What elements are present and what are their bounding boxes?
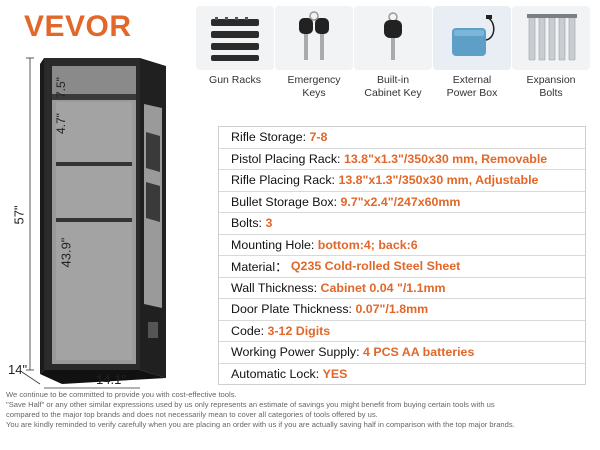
spec-row: Mounting Hole: bottom:4; back:6: [219, 235, 585, 256]
accessory-gun-racks: Gun Racks: [196, 6, 274, 87]
spec-key: Bolts:: [231, 216, 262, 231]
spec-row: Automatic Lock: YES: [219, 364, 585, 385]
inner-height-dimension: 43.9": [58, 237, 74, 268]
second-gap-dimension: 4.7": [54, 113, 68, 134]
spec-row: Rifle Storage: 7-8: [219, 127, 585, 149]
disclaimer-line: We continue to be committed to provide y…: [6, 390, 237, 399]
accessory-label: Built-in Cabinet Key: [364, 74, 422, 99]
spec-value: 13.8"x1.3"/350x30 mm, Removable: [343, 151, 548, 166]
accessory-label: External Power Box: [446, 74, 498, 99]
bolts-icon: [512, 6, 590, 70]
accessory-expansion-bolts: Expansion Bolts: [512, 6, 590, 100]
spec-row: Wall Thickness: Cabinet 0.04 "/1.1mm: [219, 278, 585, 299]
spec-key: Mounting Hole:: [231, 237, 315, 252]
cabinet-key-icon: [354, 6, 432, 70]
spec-key: Pistol Placing Rack:: [231, 151, 341, 166]
spec-row: Code: 3-12 Digits: [219, 321, 585, 342]
spec-value: 0.07"/1.8mm: [355, 302, 429, 317]
top-gap-dimension: 7.5": [54, 77, 68, 98]
accessory-label: Expansion Bolts: [526, 74, 576, 99]
accessory-label: Gun Racks: [209, 74, 261, 86]
spec-key: Bullet Storage Box:: [231, 194, 338, 209]
accessory-power-box: External Power Box: [433, 6, 511, 100]
disclaimer-text: We continue to be committed to provide y…: [6, 390, 598, 430]
accessory-emergency-keys: Emergency Keys: [275, 6, 353, 100]
spec-value: Cabinet 0.04 "/1.1mm: [320, 280, 446, 295]
spec-key: Door Plate Thickness:: [231, 302, 352, 317]
height-dimension: 57": [11, 205, 27, 225]
gun-safe-illustration: 7.5" 4.7" 57" 43.9" 14" 14.1": [0, 52, 210, 397]
spec-value: 3-12 Digits: [267, 323, 331, 338]
spec-row: Material： Q235 Cold-rolled Steel Sheet: [219, 256, 585, 278]
spec-row: Rifle Placing Rack: 13.8"x1.3"/350x30 mm…: [219, 170, 585, 192]
spec-value: 9.7"x2.4"/247x60mm: [340, 194, 461, 209]
spec-value: YES: [322, 366, 348, 381]
spec-key: Material：: [231, 260, 288, 275]
spec-value: 3: [265, 216, 273, 231]
spec-row: Bolts: 3: [219, 213, 585, 235]
spec-key: Code:: [231, 323, 265, 338]
disclaimer-line: "Save Half" or any other similar express…: [6, 400, 495, 409]
spec-value: 13.8"x1.3"/350x30 mm, Adjustable: [338, 173, 539, 188]
keys-icon: [275, 6, 353, 70]
depth-dimension: 14": [8, 362, 28, 377]
spec-key: Rifle Storage:: [231, 130, 307, 145]
disclaimer-line: You are kindly reminded to verify carefu…: [6, 420, 515, 429]
spec-value: 4 PCS AA batteries: [363, 345, 475, 360]
gun-racks-icon: [196, 6, 274, 70]
brand-logo: VEVOR: [24, 10, 132, 43]
spec-row: Bullet Storage Box: 9.7"x2.4"/247x60mm: [219, 192, 585, 213]
spec-row: Pistol Placing Rack: 13.8"x1.3"/350x30 m…: [219, 149, 585, 170]
spec-row: Working Power Supply: 4 PCS AA batteries: [219, 342, 585, 364]
spec-key: Working Power Supply:: [231, 345, 360, 360]
width-dimension: 14.1": [96, 372, 126, 387]
disclaimer-line: compared to the major top brands and doe…: [6, 410, 378, 419]
spec-key: Rifle Placing Rack:: [231, 173, 335, 188]
power-box-icon: [433, 6, 511, 70]
spec-value: 7-8: [309, 130, 328, 145]
accessory-cabinet-key: Built-in Cabinet Key: [354, 6, 432, 100]
accessory-label: Emergency Keys: [287, 74, 341, 99]
spec-row: Door Plate Thickness: 0.07"/1.8mm: [219, 299, 585, 321]
spec-value: bottom:4; back:6: [317, 237, 418, 252]
spec-table: Rifle Storage: 7-8 Pistol Placing Rack: …: [218, 126, 586, 385]
spec-key: Wall Thickness:: [231, 280, 318, 295]
spec-key: Automatic Lock:: [231, 366, 320, 381]
spec-value: Q235 Cold-rolled Steel Sheet: [290, 259, 461, 274]
